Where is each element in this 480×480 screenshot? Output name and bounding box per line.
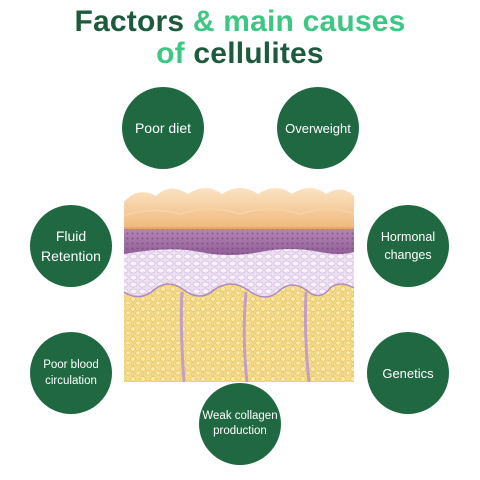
cause-hormonal-changes: Hormonal changes: [367, 205, 449, 287]
septa-band-3: [303, 291, 311, 383]
cause-poor-blood-circulation-label: Poor blood circulation: [43, 359, 99, 387]
cause-weak-collagen-production: Weak collagen production: [199, 383, 281, 465]
cause-poor-diet-label: Poor diet: [134, 120, 192, 136]
septa-band-2: [242, 291, 249, 383]
cause-overweight-label: Overweight: [285, 120, 351, 136]
cause-poor-diet: Poor diet: [122, 87, 204, 169]
title-main-causes: & main causes: [192, 5, 406, 38]
cause-overweight: Overweight: [277, 87, 359, 169]
cause-weak-collagen-production-label: Weak collagen production: [202, 410, 278, 437]
cause-genetics-label: Genetics: [382, 365, 434, 381]
connective-tissue-layer: [124, 246, 354, 297]
title-line-2: of cellulites: [0, 37, 480, 71]
septa-band-1: [179, 291, 186, 383]
cause-fluid-retention-label: Fluid Retention: [41, 228, 101, 264]
cause-fluid-retention: Fluid Retention: [30, 205, 112, 287]
title-word-of: of: [156, 37, 185, 70]
skin-cross-section-illustration: [123, 188, 355, 383]
cause-hormonal-changes-label: Hormonal changes: [380, 230, 436, 262]
dermis-dots: [124, 226, 354, 255]
cause-poor-blood-circulation: Poor blood circulation: [30, 332, 112, 414]
title-word-cellulites: cellulites: [193, 37, 324, 70]
epidermis-layer: [124, 188, 354, 228]
cause-genetics: Genetics: [367, 332, 449, 414]
fat-bulge-edge: [123, 283, 355, 298]
title-word-factors: Factors: [74, 5, 185, 38]
title-line-1: Factors & main causes: [0, 5, 480, 39]
epidermis-inner-line: [123, 208, 355, 217]
